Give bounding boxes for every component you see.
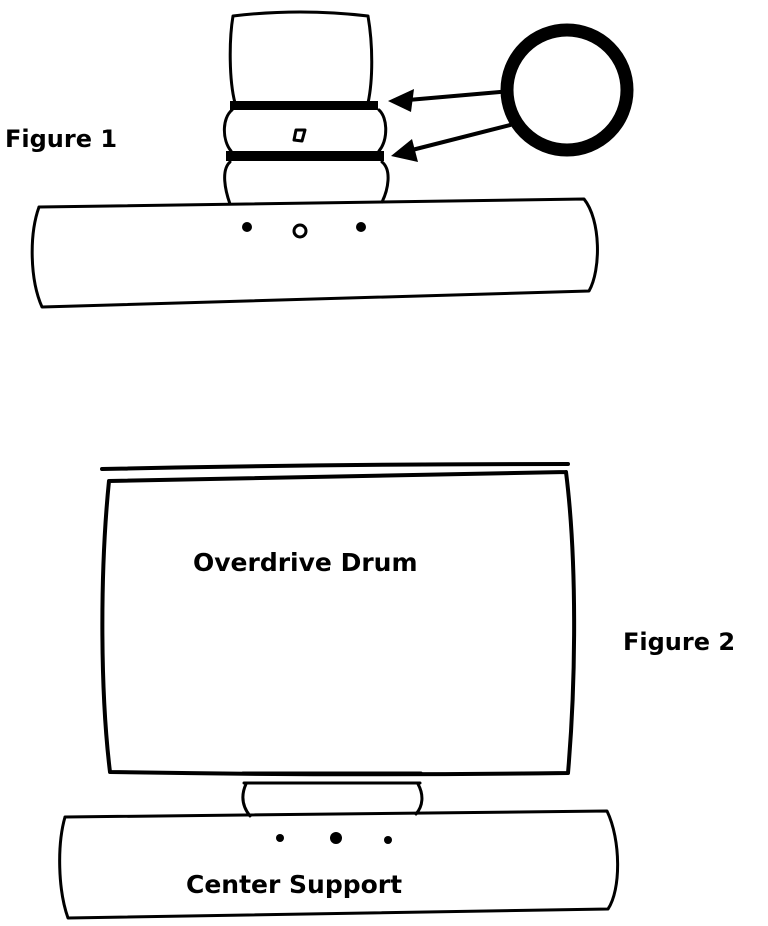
- middle-hole: [292, 128, 307, 143]
- center-support-fig1: [30, 197, 599, 309]
- support2-hole-right: [384, 836, 392, 844]
- overdrive-drum: [100, 462, 577, 777]
- figure-2: Figure 2 Overdrive Drum Center Support: [58, 462, 735, 920]
- support2-hole-left: [276, 834, 284, 842]
- figure-2-label: Figure 2: [623, 628, 735, 656]
- lower-section: [223, 160, 390, 206]
- figure-1-label: Figure 1: [5, 125, 117, 153]
- support-hole-center: [292, 223, 308, 239]
- drum-label: Overdrive Drum: [193, 548, 418, 577]
- support2-hole-center: [330, 832, 342, 844]
- figure-1: Figure 1: [5, 10, 634, 309]
- callout-arrow-bottom: [391, 123, 512, 162]
- callout-arrow-top: [388, 89, 502, 112]
- seal-ring-callout: [500, 23, 634, 157]
- drum-shaft: [241, 771, 424, 818]
- middle-section: [222, 108, 388, 153]
- support-hole-left: [242, 222, 252, 232]
- center-support-fig2: [58, 809, 620, 920]
- seal-ring-top: [230, 101, 378, 110]
- upper-shaft: [228, 10, 374, 105]
- support-hole-right: [356, 222, 366, 232]
- seal-ring-bottom: [226, 151, 384, 161]
- support-label: Center Support: [186, 870, 402, 899]
